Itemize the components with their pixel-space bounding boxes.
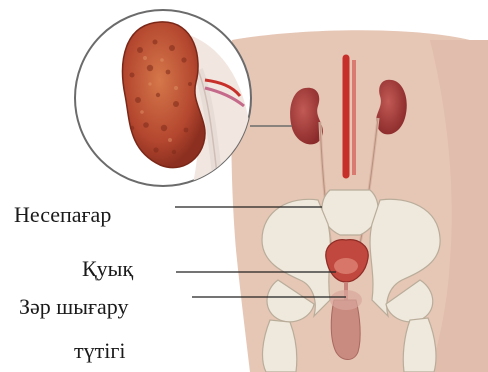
label-urethra-line2: түтігі [74,340,125,362]
label-urethra-line1: Зәр шығару [19,296,129,318]
label-ureter: Несепағар [14,204,111,226]
kidney-callout [75,10,252,200]
label-bladder: Қуық [82,258,133,280]
